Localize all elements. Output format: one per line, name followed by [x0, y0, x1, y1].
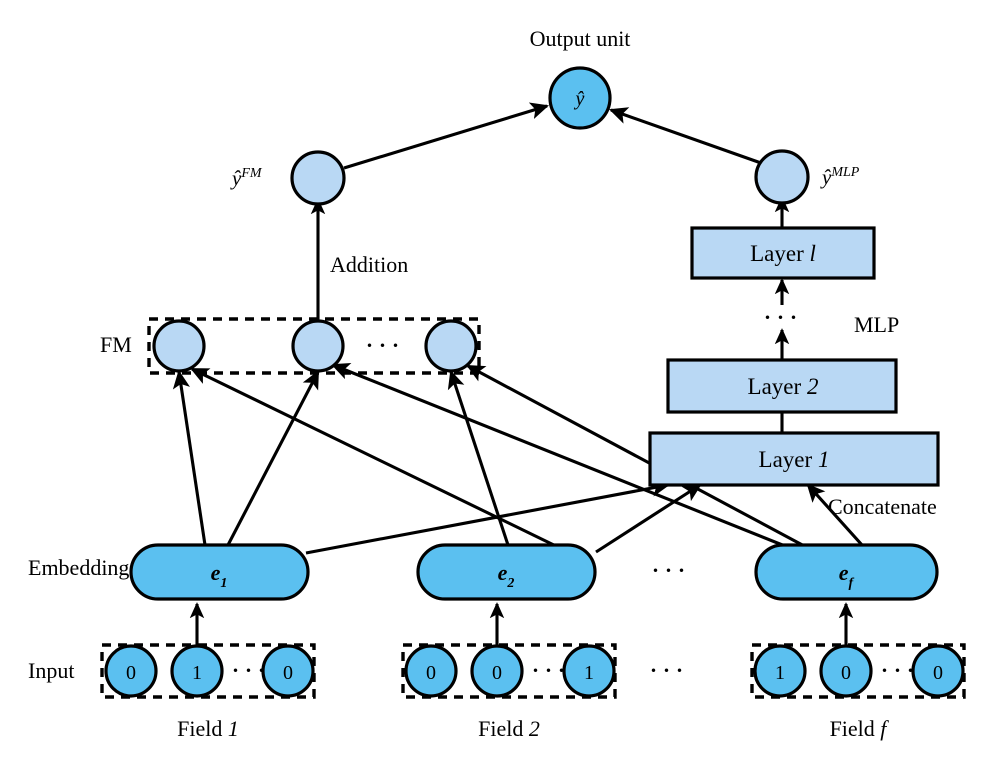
- field-1-value-0: 0: [126, 662, 136, 684]
- field-2-ellipsis: ···: [531, 654, 570, 687]
- embedding-e2[interactable]: e2: [416, 543, 597, 601]
- field-1-cell-2[interactable]: [261, 644, 315, 698]
- field-1-box: [100, 643, 316, 699]
- input-to-embedding-edges: [189, 602, 854, 651]
- field-1-cell-0[interactable]: [104, 644, 158, 698]
- field-f-label: Field f: [830, 716, 890, 741]
- field-f-cell-1[interactable]: [819, 644, 873, 698]
- field-f-box: [750, 643, 966, 699]
- field-f-value-0: 1: [775, 662, 785, 684]
- mlp-layer-l[interactable]: Layer l: [690, 226, 876, 280]
- fm-node-3[interactable]: [424, 319, 478, 373]
- mlp-layer-2[interactable]: Layer 2: [666, 358, 898, 414]
- output-unit-label: Output unit: [530, 26, 631, 51]
- output-node-y-hat[interactable]: [548, 66, 612, 130]
- field-f-cell-0[interactable]: [753, 644, 807, 698]
- field-2-cell-2[interactable]: [562, 644, 616, 698]
- field-f-value-2: 0: [933, 662, 943, 684]
- concatenate-label: Concatenate: [828, 494, 937, 519]
- fm-output-label: ŷFM: [230, 166, 263, 190]
- field-2-cell-0[interactable]: [404, 644, 458, 698]
- field-2-group: 0 0 ··· 1 Field 2: [401, 643, 617, 741]
- field-2-value-2: 1: [584, 662, 594, 684]
- embedding-ef[interactable]: ef: [754, 543, 939, 601]
- field-1-label: Field 1: [177, 716, 239, 741]
- field-f-cell-2[interactable]: [911, 644, 965, 698]
- field-1-value-1: 1: [192, 662, 202, 684]
- fm-ellipsis: ···: [365, 329, 404, 362]
- fm-output-node[interactable]: [290, 150, 346, 206]
- mlp-output-label: ŷMLP: [820, 165, 860, 189]
- field-1-group: 0 1 ··· 0 Field 1: [100, 643, 316, 741]
- field-f-ellipsis: ···: [880, 654, 919, 687]
- field-f-group: 1 0 ··· 0 Field f: [750, 643, 966, 741]
- mlp-label: MLP: [854, 312, 899, 337]
- field-2-box: [401, 643, 617, 699]
- fm-node-2[interactable]: [291, 319, 345, 373]
- mlp-layer-1[interactable]: Layer 1: [648, 431, 940, 487]
- field-2-label: Field 2: [478, 716, 540, 741]
- field-1-cell-1[interactable]: [170, 644, 224, 698]
- fm-node-1[interactable]: [152, 319, 206, 373]
- mlp-output-node[interactable]: [754, 149, 810, 205]
- embedding-e1[interactable]: e1: [129, 543, 310, 601]
- field-2-value-0: 0: [426, 662, 436, 684]
- mlp-ellipsis: ···: [763, 301, 802, 334]
- embedding-label: Embedding: [28, 555, 129, 580]
- output-node-label: ŷ: [574, 88, 585, 110]
- mlp-layer-2-label: Layer 2: [748, 374, 819, 399]
- field-1-value-2: 0: [283, 662, 293, 684]
- fm-label: FM: [100, 332, 132, 357]
- field-f-value-1: 0: [841, 662, 851, 684]
- output-edges: [343, 102, 762, 170]
- embedding-ellipsis: ···: [651, 554, 690, 587]
- mlp-layer-l-label: Layer l: [750, 241, 816, 266]
- embedding-e2-label: e2: [498, 560, 515, 591]
- field-group-ellipsis: ···: [649, 654, 688, 687]
- fm-group-box: [147, 317, 481, 375]
- field-1-ellipsis: ···: [231, 654, 270, 687]
- mlp-layer-1-label: Layer 1: [759, 447, 830, 472]
- embedding-e1-label: e1: [211, 560, 228, 591]
- concatenate-arrow: [807, 484, 863, 546]
- input-label: Input: [28, 658, 74, 683]
- embedding-ef-label: ef: [839, 560, 855, 591]
- addition-label: Addition: [330, 252, 408, 277]
- field-2-cell-1[interactable]: [470, 644, 524, 698]
- field-2-value-1: 0: [492, 662, 502, 684]
